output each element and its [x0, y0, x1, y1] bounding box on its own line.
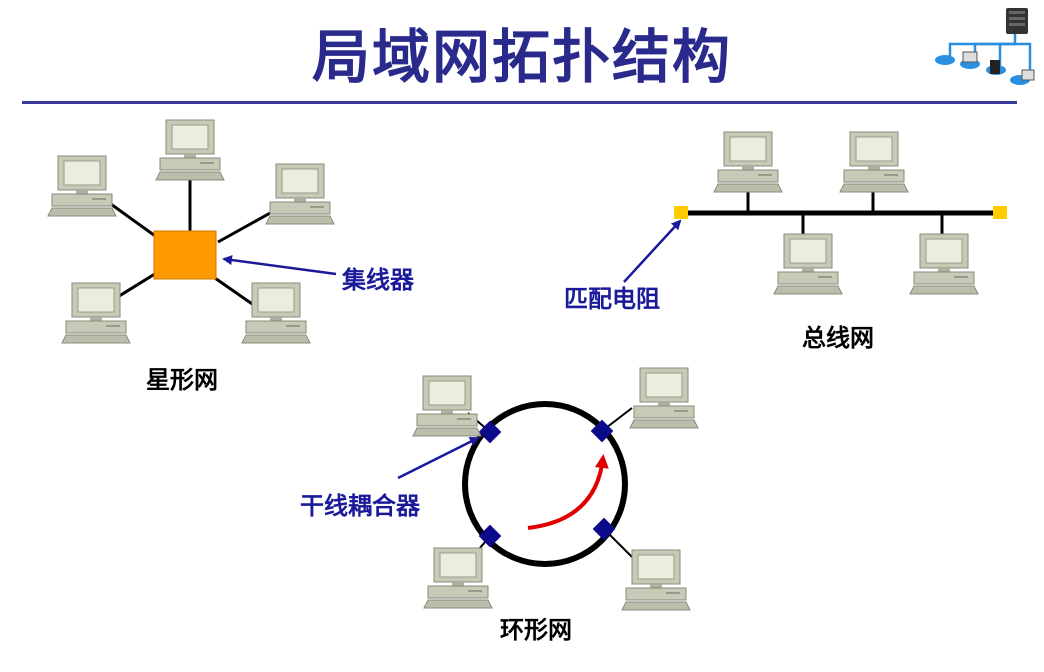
ring-topology: [397, 367, 699, 611]
terminator-icon: [674, 206, 688, 219]
computer-icon: [839, 131, 909, 193]
page-title: 局域网拓扑结构: [311, 23, 732, 91]
hub-icon: [153, 230, 217, 280]
network-logo-icon: [935, 8, 1035, 85]
ring-direction-arrow: [527, 454, 609, 530]
coupler-callout-arrow: [397, 436, 480, 480]
computer-icon: [773, 233, 843, 295]
coupler-icon: [590, 419, 614, 443]
computer-icon: [241, 282, 311, 344]
bus-topology: [623, 131, 1007, 295]
computer-icon: [155, 119, 225, 181]
hub-callout-arrow: [222, 255, 337, 276]
computer-icon: [47, 155, 117, 217]
coupler-icon: [478, 524, 502, 548]
computer-icon: [265, 163, 335, 225]
computer-icon: [909, 233, 979, 295]
computer-icon: [423, 547, 493, 609]
coupler-label: 干线耦合器: [300, 492, 420, 520]
bus-network-label: 总线网: [802, 324, 874, 352]
terminator-icon: [993, 206, 1007, 219]
title-divider: [22, 101, 1017, 104]
coupler-icon: [478, 420, 502, 444]
computer-icon: [61, 282, 131, 344]
computer-icon: [412, 375, 482, 437]
computer-icon: [621, 549, 691, 611]
star-network-label: 星形网: [146, 366, 218, 394]
coupler-icon: [592, 517, 616, 541]
terminator-callout-arrow: [623, 219, 682, 283]
star-topology: [47, 119, 337, 344]
computer-icon: [713, 131, 783, 193]
hub-label: 集线器: [342, 266, 414, 294]
terminator-label: 匹配电阻: [564, 285, 660, 313]
ring-network-label: 环形网: [500, 616, 572, 644]
computer-icon: [629, 367, 699, 429]
